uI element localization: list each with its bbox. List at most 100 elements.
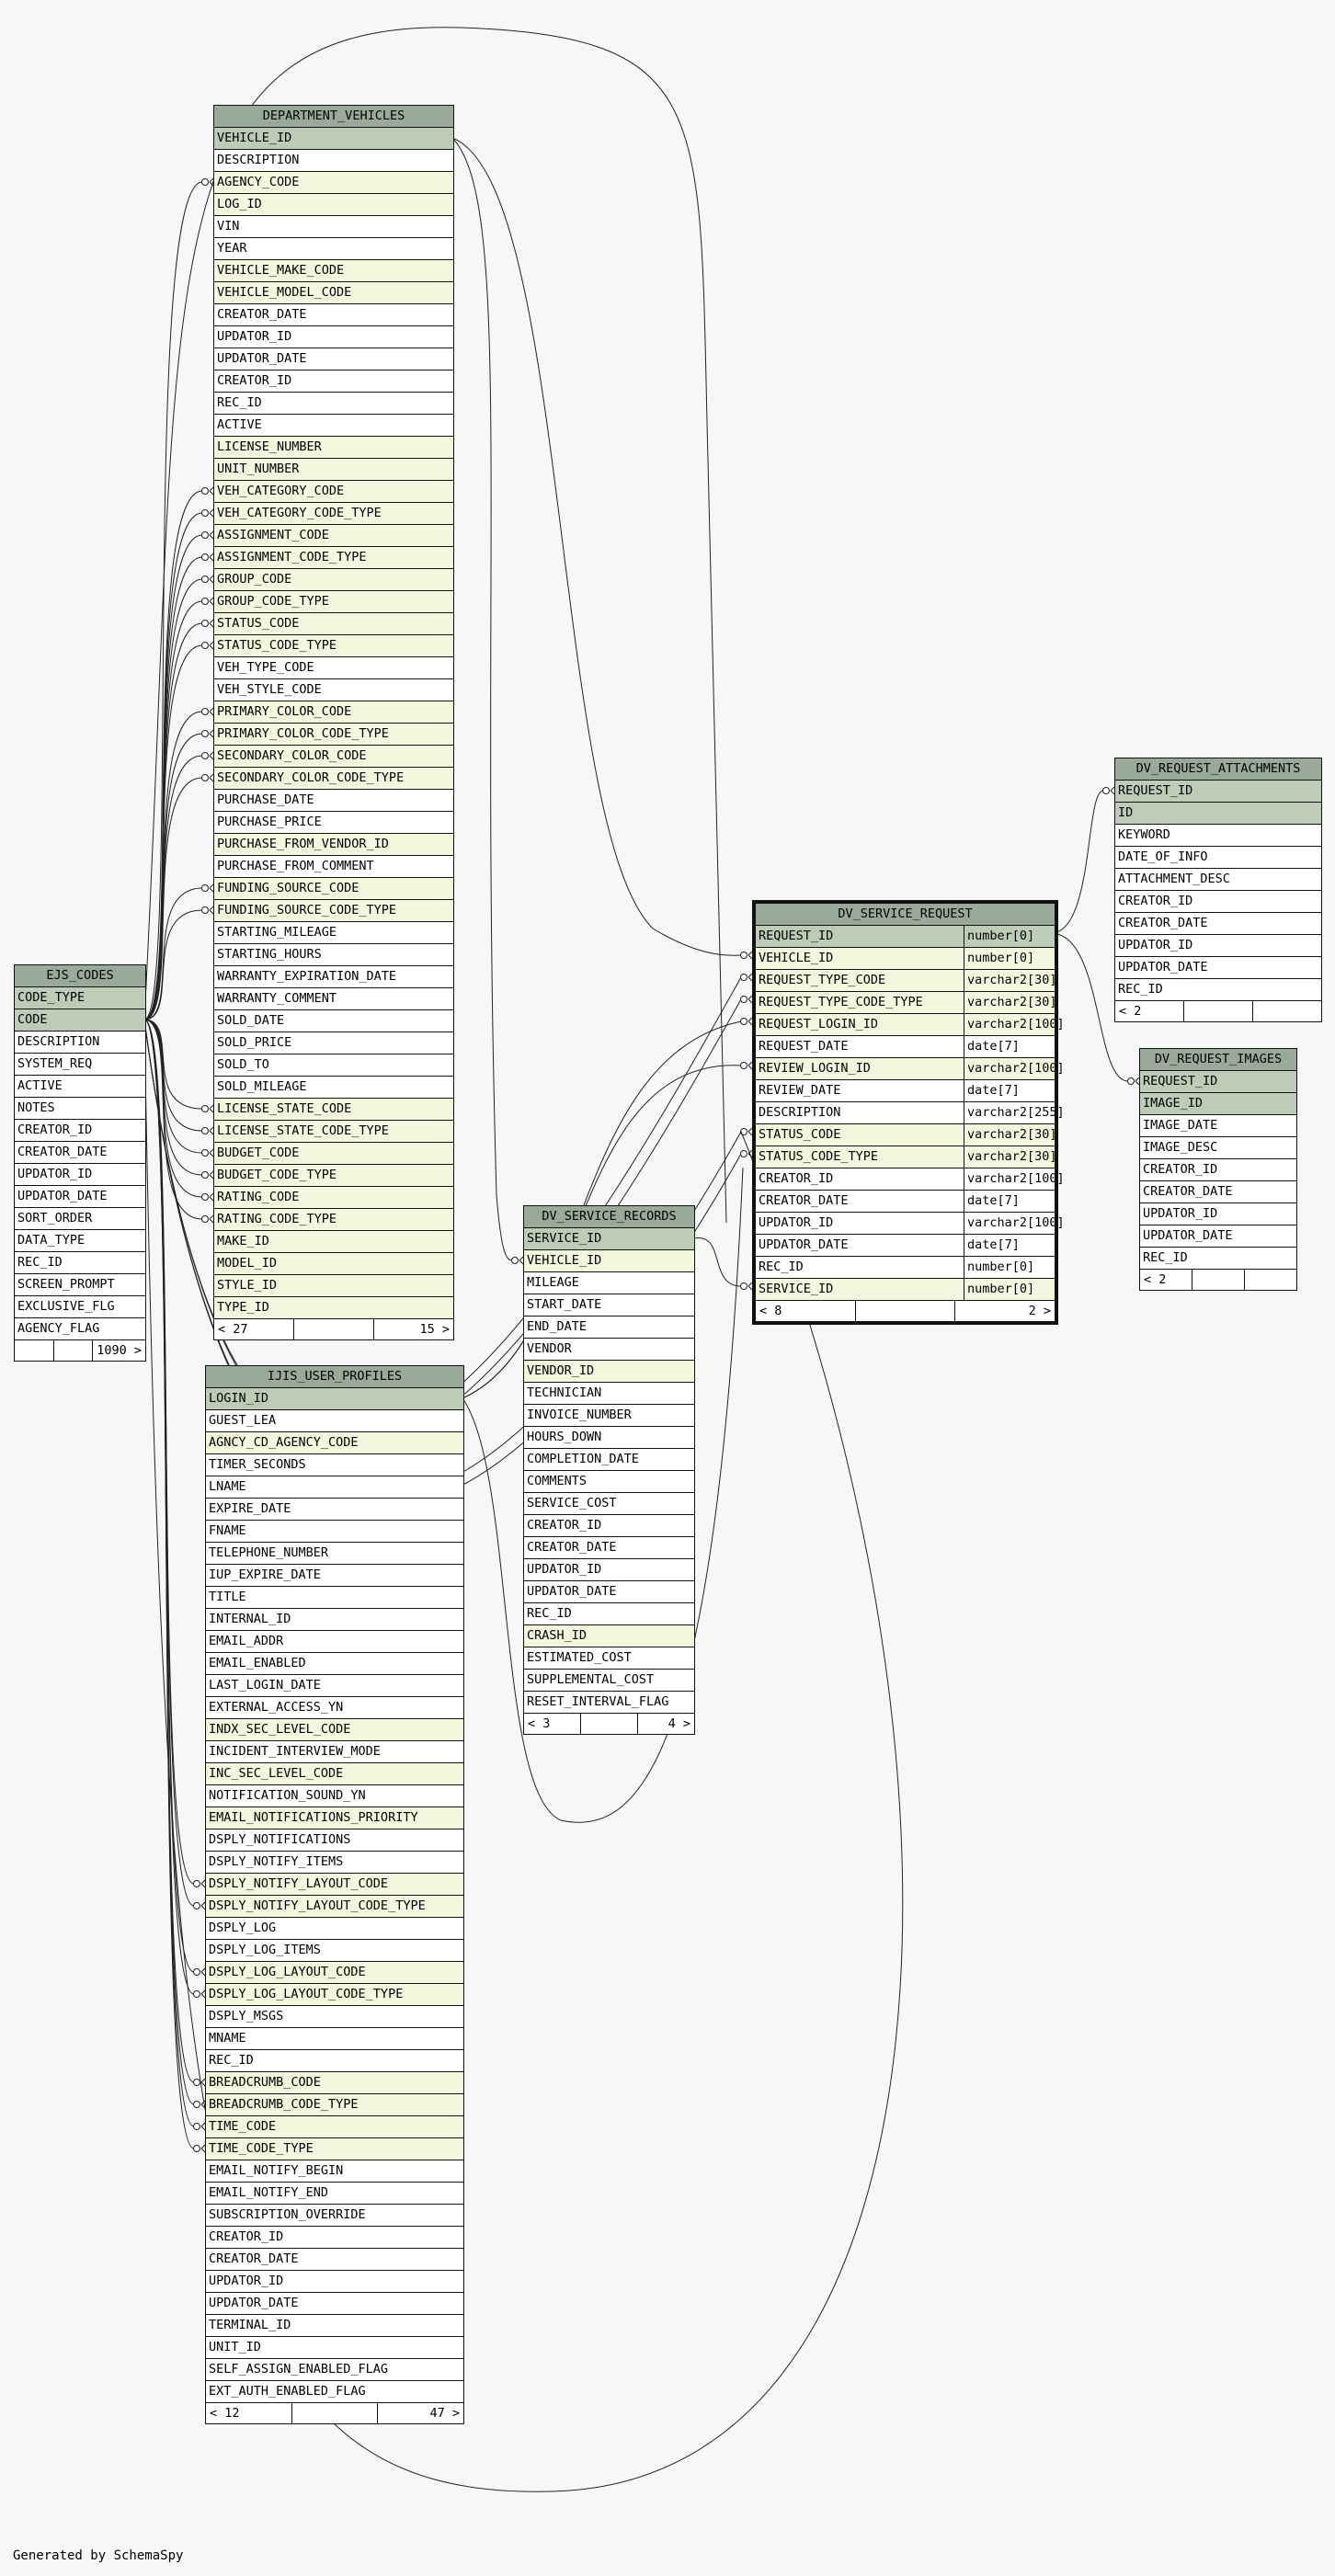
- column-row[interactable]: EMAIL_ADDR: [206, 1631, 463, 1653]
- column-row[interactable]: EXPIRE_DATE: [206, 1499, 463, 1521]
- column-row[interactable]: AGENCY_FLAG: [15, 1318, 145, 1340]
- column-row[interactable]: COMMENTS: [524, 1471, 694, 1493]
- column-row[interactable]: VENDOR_ID: [524, 1361, 694, 1383]
- column-row[interactable]: DSPLY_MSGS: [206, 2006, 463, 2028]
- column-row[interactable]: INDX_SEC_LEVEL_CODE: [206, 1719, 463, 1741]
- column-row[interactable]: IUP_EXPIRE_DATE: [206, 1565, 463, 1587]
- column-row[interactable]: LNAME: [206, 1476, 463, 1499]
- column-row[interactable]: ASSIGNMENT_CODE_TYPE: [214, 547, 453, 569]
- column-row[interactable]: BREADCRUMB_CODE_TYPE: [206, 2094, 463, 2116]
- column-row[interactable]: TERMINAL_ID: [206, 2315, 463, 2337]
- column-row[interactable]: AGNCY_CD_AGENCY_CODE: [206, 1432, 463, 1454]
- column-row[interactable]: TIME_CODE_TYPE: [206, 2138, 463, 2160]
- column-row[interactable]: CREATOR_DATE: [1115, 913, 1321, 935]
- column-row[interactable]: DSPLY_NOTIFICATIONS: [206, 1829, 463, 1852]
- column-row[interactable]: REC_ID: [15, 1252, 145, 1274]
- column-row[interactable]: REC_ID: [524, 1603, 694, 1625]
- column-row[interactable]: DATA_TYPE: [15, 1230, 145, 1252]
- column-row[interactable]: VEH_CATEGORY_CODE: [214, 481, 453, 503]
- column-row[interactable]: IMAGE_DESC: [1140, 1137, 1296, 1159]
- column-row[interactable]: EXT_AUTH_ENABLED_FLAG: [206, 2381, 463, 2403]
- column-row[interactable]: REC_ID: [1115, 979, 1321, 1001]
- column-row[interactable]: SECONDARY_COLOR_CODE_TYPE: [214, 768, 453, 790]
- column-row[interactable]: MAKE_ID: [214, 1231, 453, 1253]
- column-row[interactable]: VIN: [214, 216, 453, 238]
- column-row[interactable]: LICENSE_STATE_CODE_TYPE: [214, 1121, 453, 1143]
- column-row[interactable]: VEHICLE_ID: [214, 128, 453, 150]
- table-title[interactable]: DV_REQUEST_ATTACHMENTS: [1115, 758, 1321, 781]
- column-row[interactable]: WARRANTY_COMMENT: [214, 988, 453, 1010]
- column-row[interactable]: LOGIN_ID: [206, 1388, 463, 1410]
- column-row[interactable]: SELF_ASSIGN_ENABLED_FLAG: [206, 2359, 463, 2381]
- column-row[interactable]: CRASH_ID: [524, 1625, 694, 1647]
- column-row[interactable]: RATING_CODE: [214, 1187, 453, 1209]
- column-row[interactable]: CREATOR_ID: [1115, 891, 1321, 913]
- column-row[interactable]: WARRANTY_EXPIRATION_DATE: [214, 966, 453, 988]
- column-row[interactable]: PURCHASE_DATE: [214, 790, 453, 812]
- column-row[interactable]: UPDATOR_ID: [1140, 1203, 1296, 1225]
- column-row[interactable]: VEH_TYPE_CODE: [214, 657, 453, 679]
- column-row[interactable]: UPDATOR_DATE: [1140, 1225, 1296, 1248]
- column-row[interactable]: STARTING_MILEAGE: [214, 922, 453, 944]
- column-row[interactable]: TIMER_SECONDS: [206, 1454, 463, 1476]
- column-row[interactable]: MODEL_ID: [214, 1253, 453, 1275]
- column-row[interactable]: GROUP_CODE_TYPE: [214, 591, 453, 613]
- column-row[interactable]: LICENSE_STATE_CODE: [214, 1099, 453, 1121]
- column-row[interactable]: INCIDENT_INTERVIEW_MODE: [206, 1741, 463, 1763]
- column-row[interactable]: EMAIL_NOTIFY_END: [206, 2183, 463, 2205]
- column-row[interactable]: CREATOR_ID: [15, 1120, 145, 1142]
- column-row[interactable]: UPDATOR_ID: [524, 1559, 694, 1581]
- column-row[interactable]: CREATOR_DATE: [1140, 1181, 1296, 1203]
- column-row[interactable]: CREATOR_DATE: [214, 304, 453, 326]
- column-row[interactable]: IMAGE_ID: [1140, 1093, 1296, 1115]
- column-row[interactable]: REQUEST_ID: [1140, 1071, 1296, 1093]
- column-row[interactable]: REC_ID: [1140, 1248, 1296, 1270]
- column-row[interactable]: SCREEN_PROMPT: [15, 1274, 145, 1296]
- column-row[interactable]: CREATOR_ID: [524, 1515, 694, 1537]
- column-row[interactable]: UPDATOR_ID: [1115, 935, 1321, 957]
- column-row[interactable]: MNAME: [206, 2028, 463, 2050]
- column-row[interactable]: ASSIGNMENT_CODE: [214, 525, 453, 547]
- column-row[interactable]: PRIMARY_COLOR_CODE_TYPE: [214, 724, 453, 746]
- column-row[interactable]: EMAIL_NOTIFY_BEGIN: [206, 2160, 463, 2183]
- column-row[interactable]: TECHNICIAN: [524, 1383, 694, 1405]
- column-row[interactable]: SORT_ORDER: [15, 1208, 145, 1230]
- column-row[interactable]: SECONDARY_COLOR_CODE: [214, 746, 453, 768]
- column-row[interactable]: PURCHASE_PRICE: [214, 812, 453, 834]
- column-row[interactable]: INVOICE_NUMBER: [524, 1405, 694, 1427]
- column-row[interactable]: CODE_TYPE: [15, 987, 145, 1009]
- column-row[interactable]: ACTIVE: [15, 1076, 145, 1098]
- column-row[interactable]: CREATOR_DATE: [206, 2249, 463, 2271]
- column-row[interactable]: EMAIL_ENABLED: [206, 1653, 463, 1675]
- column-row[interactable]: BUDGET_CODE_TYPE: [214, 1165, 453, 1187]
- column-row[interactable]: TIME_CODE: [206, 2116, 463, 2138]
- column-row[interactable]: YEAR: [214, 238, 453, 260]
- column-row[interactable]: DSPLY_LOG_ITEMS: [206, 1940, 463, 1962]
- table-title[interactable]: EJS_CODES: [15, 965, 145, 987]
- column-row[interactable]: DATE_OF_INFO: [1115, 847, 1321, 869]
- column-row[interactable]: SERVICE_COST: [524, 1493, 694, 1515]
- column-row[interactable]: SUBSCRIPTION_OVERRIDE: [206, 2205, 463, 2227]
- column-row[interactable]: UPDATOR_DATE: [15, 1186, 145, 1208]
- column-row[interactable]: NOTIFICATION_SOUND_YN: [206, 1785, 463, 1807]
- column-row[interactable]: STATUS_CODE_TYPE: [214, 635, 453, 657]
- table-title[interactable]: DV_REQUEST_IMAGES: [1140, 1049, 1296, 1071]
- column-row[interactable]: BUDGET_CODE: [214, 1143, 453, 1165]
- table-title[interactable]: DEPARTMENT_VEHICLES: [214, 106, 453, 128]
